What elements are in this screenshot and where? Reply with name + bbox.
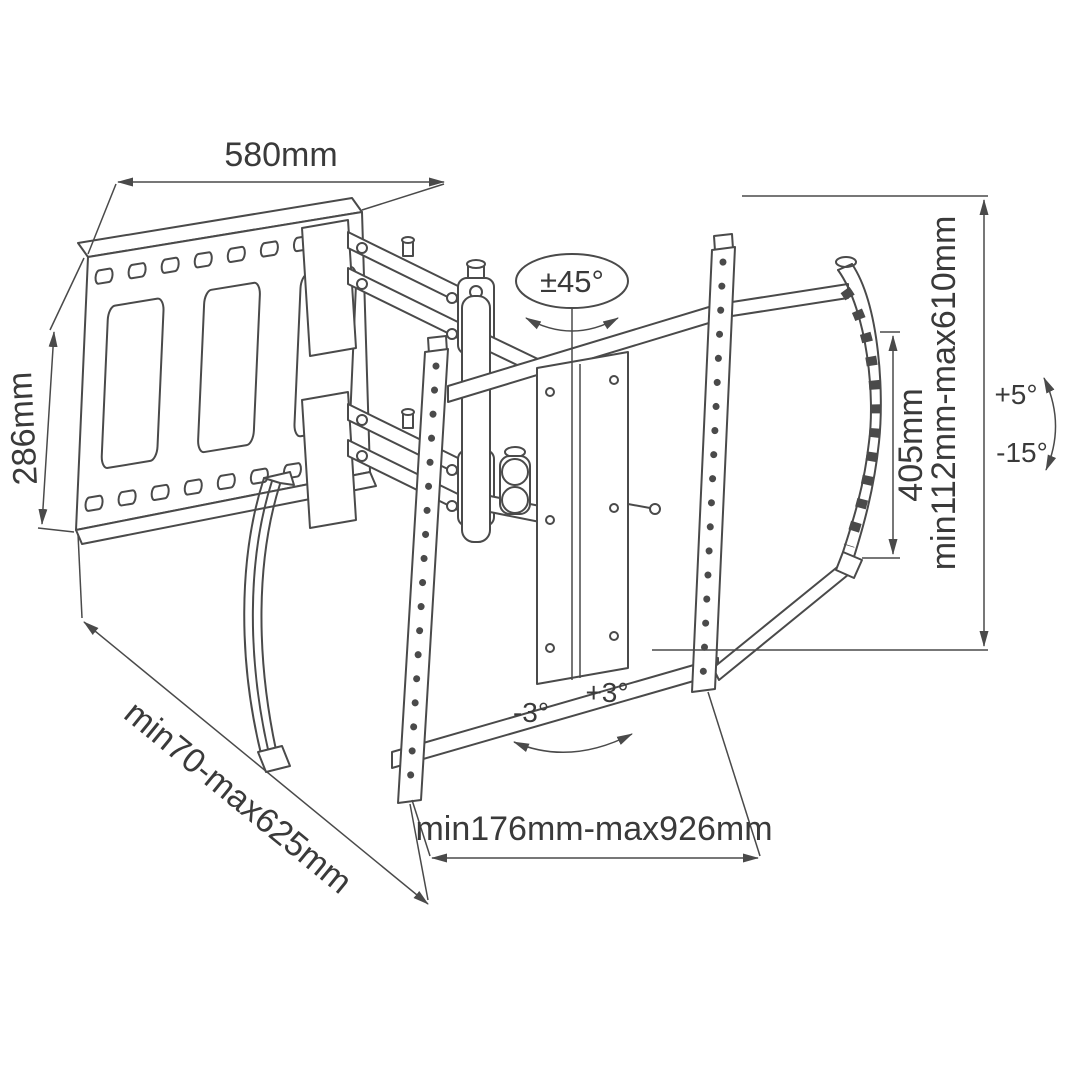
left-curved-bracket — [243, 471, 295, 773]
crossbar-top — [447, 283, 849, 403]
vesa-hinge — [499, 446, 531, 515]
label-depth-range: min70-max625mm — [117, 694, 359, 902]
tv-rail-right — [691, 233, 736, 693]
level-arrow — [513, 733, 633, 754]
label-swivel-range: ±45° — [540, 264, 604, 299]
label-plate-width: 580mm — [224, 136, 337, 174]
tension-bolt — [649, 503, 661, 515]
vesa-plate — [536, 351, 661, 685]
label-tilt-up: +5° — [994, 379, 1037, 410]
tilt-arrow — [1043, 377, 1057, 471]
label-extension-range: min176mm-max926mm — [415, 810, 772, 848]
label-level-pos: +3° — [585, 677, 628, 708]
dimension-plate-height: 286mm — [1, 257, 85, 533]
label-bracket-height: 405mm — [892, 388, 930, 501]
swivel-ellipse — [515, 253, 629, 309]
dimension-swivel: ±45° — [515, 253, 629, 366]
label-tilt-down: -15° — [996, 437, 1048, 468]
tv-rail-left — [397, 335, 449, 804]
dimension-extension-range: min176mm-max926mm — [411, 691, 773, 863]
swivel-arrow — [525, 317, 619, 332]
label-level-neg: -3° — [513, 697, 549, 728]
label-vertical-range: min112mm-max610mm — [925, 216, 963, 571]
dimension-tilt: +5° -15° — [994, 377, 1057, 471]
label-plate-height: 286mm — [1, 371, 45, 486]
dimension-plate-width: 580mm — [87, 136, 445, 255]
dimension-level: -3° +3° — [513, 677, 633, 754]
dimension-vertical-range: min112mm-max610mm — [652, 195, 989, 651]
right-curved-bracket — [835, 256, 882, 579]
dimension-bracket-height: 405mm — [862, 331, 930, 559]
